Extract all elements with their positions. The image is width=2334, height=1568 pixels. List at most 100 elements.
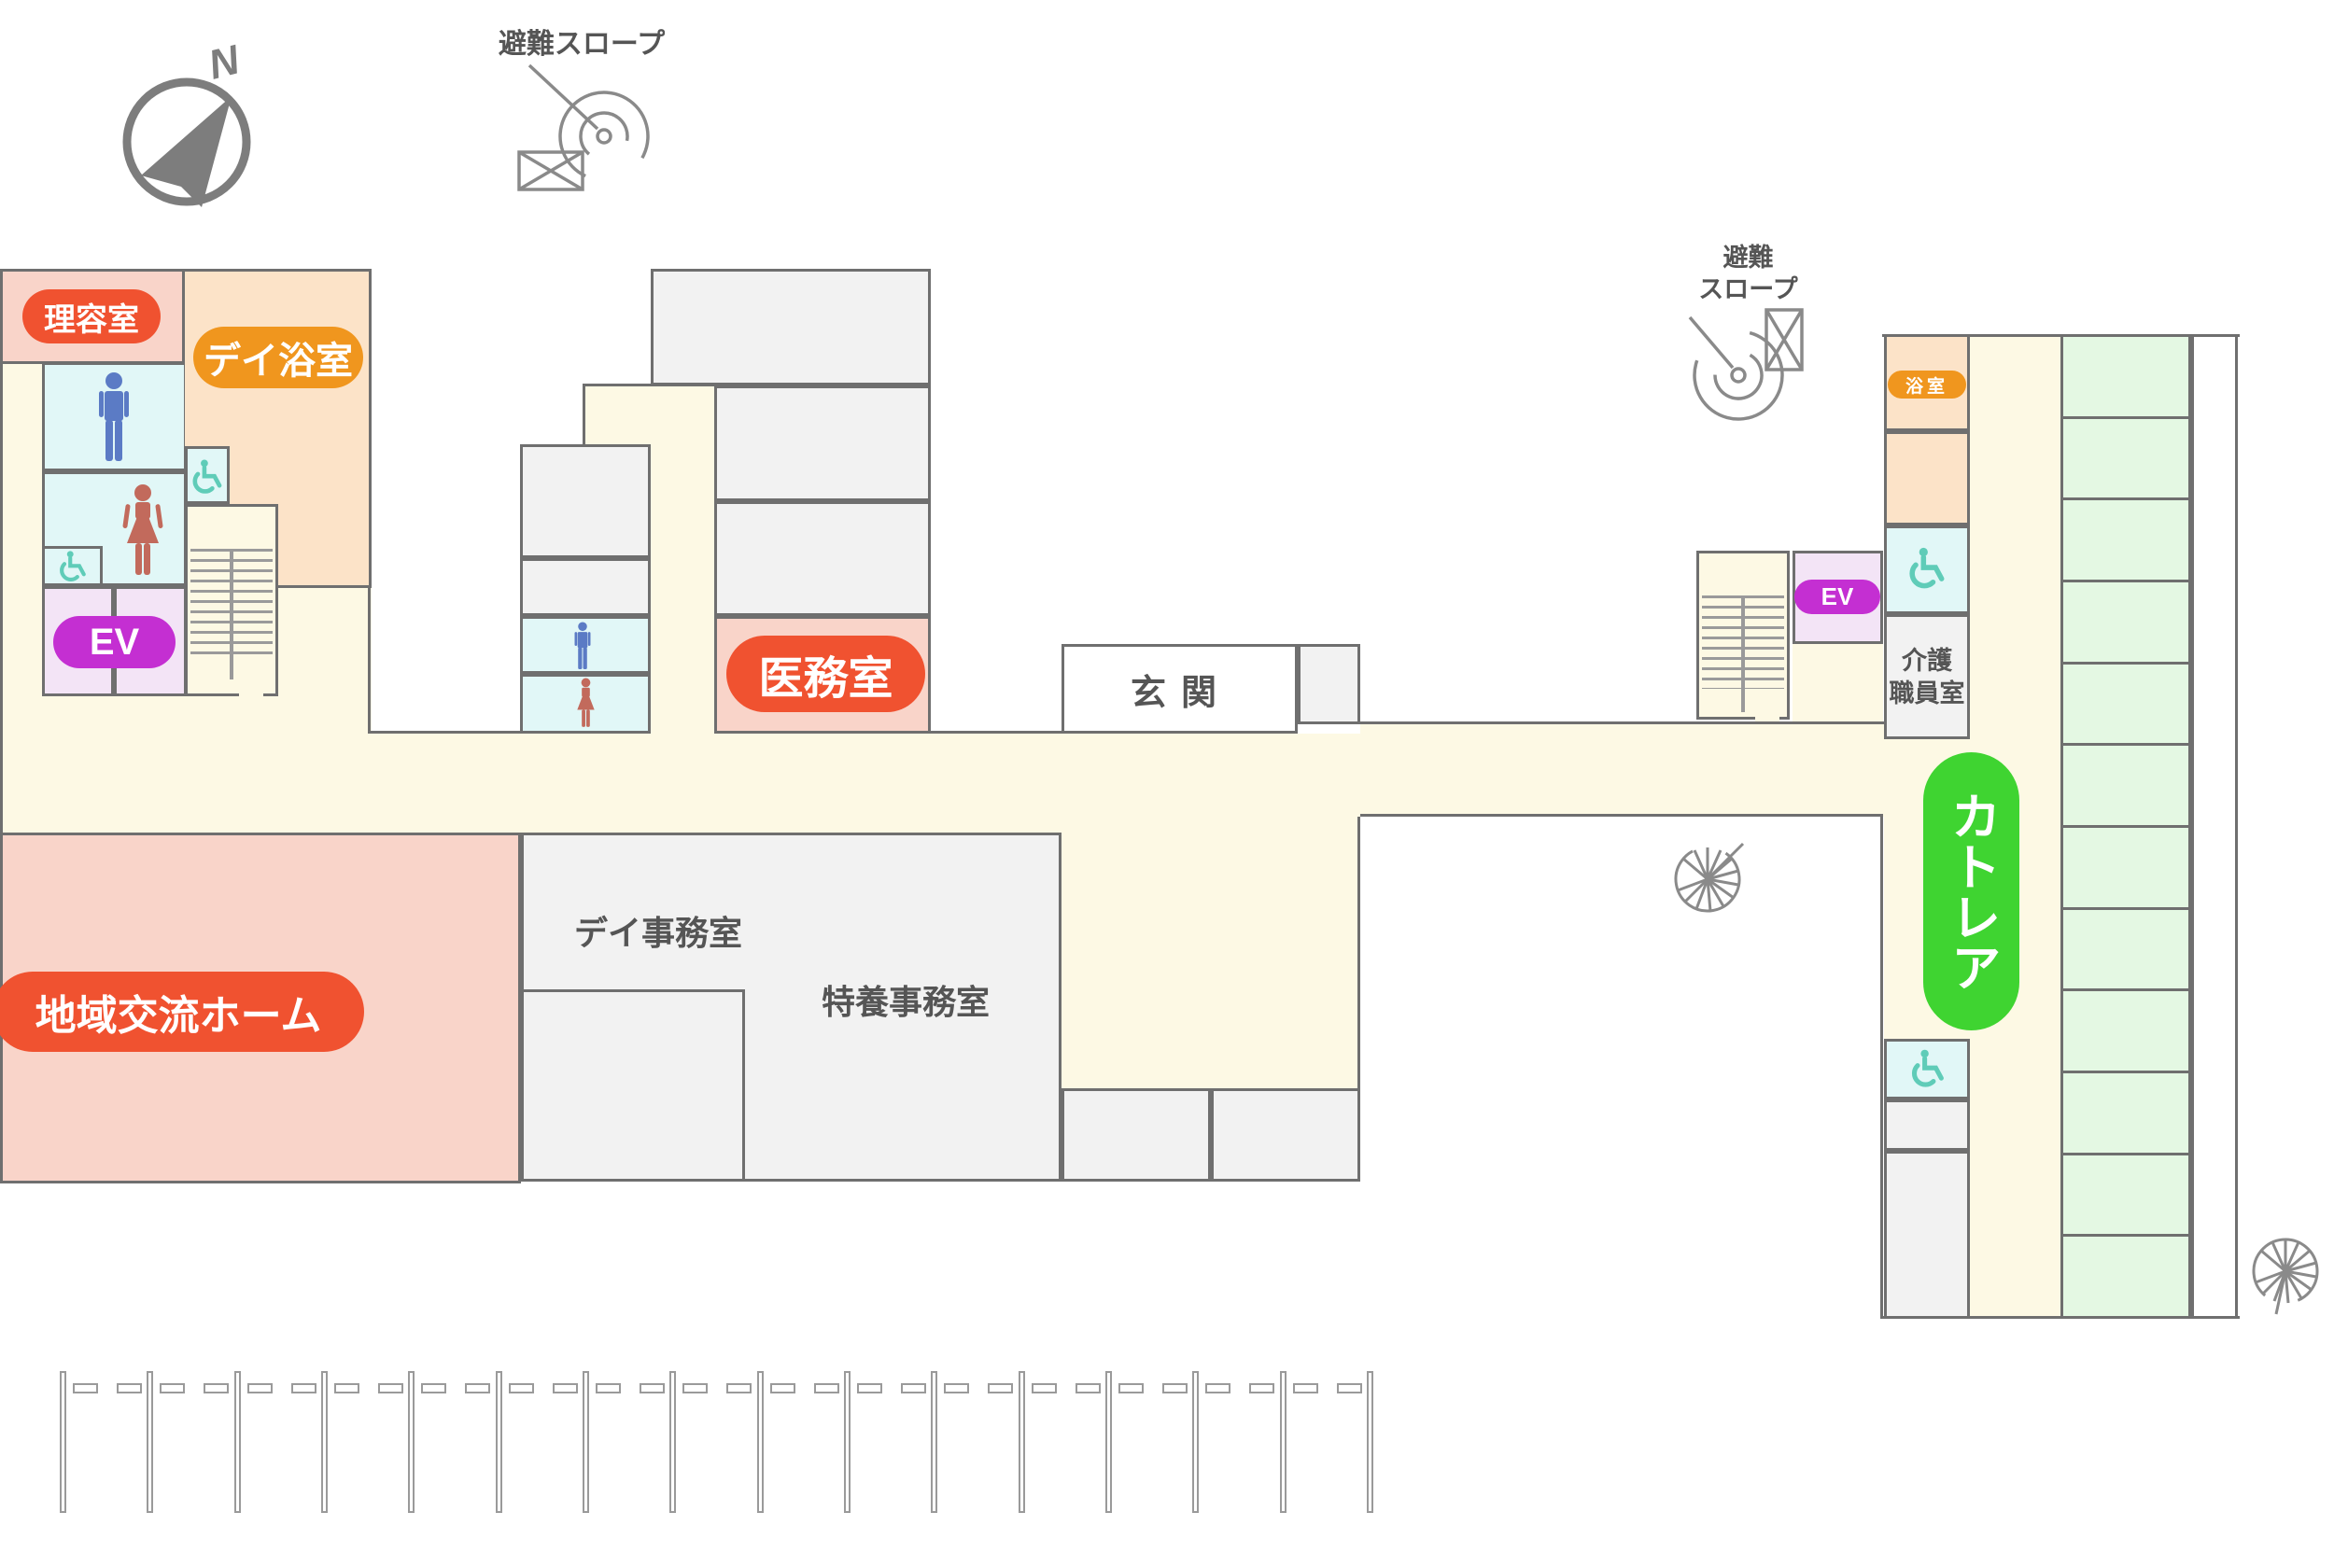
parking-divider	[1280, 1371, 1287, 1513]
corridor-main-band	[2, 734, 1360, 833]
room-day-bath-ext1	[230, 446, 372, 504]
wall-segment	[928, 731, 1064, 734]
wall-segment	[1882, 1316, 2240, 1319]
corridor-under-daybath	[277, 588, 372, 734]
parking-dash	[640, 1383, 665, 1393]
parking-dash	[1293, 1383, 1318, 1393]
spiral-stairs-icon	[2252, 1238, 2319, 1315]
resident-room-cell	[2063, 661, 2188, 744]
stairs-icon	[233, 549, 273, 655]
parking-divider	[147, 1371, 153, 1513]
stairs-rail	[1741, 595, 1745, 712]
parking-dash	[770, 1383, 795, 1393]
resident-room-cell	[2063, 1234, 2188, 1317]
evac-slope-right-line2: スロープ	[1698, 275, 1798, 303]
care-staff-line1: 介護	[1902, 646, 1952, 675]
corridor-notch-b	[651, 446, 714, 734]
resident-room-cell	[2063, 743, 2188, 826]
parking-dash	[378, 1383, 403, 1393]
room-gray-small-2	[520, 558, 651, 616]
parking-divider	[60, 1371, 66, 1513]
stairs-icon	[1745, 595, 1784, 689]
corridor-under-ev-right	[1793, 644, 1883, 724]
spiral-stairs-icon	[1674, 842, 1745, 913]
parking-dash	[465, 1383, 490, 1393]
evacuation-slope-icon	[517, 63, 650, 191]
resident-room-cell	[2063, 825, 2188, 907]
day-office-label: デイ事務室	[573, 914, 742, 952]
room-office-sub	[521, 989, 745, 1182]
parking-area	[60, 1371, 1385, 1525]
wheelchair-icon	[60, 551, 86, 582]
parking-dash	[291, 1383, 316, 1393]
wall-segment	[583, 384, 585, 446]
stairs-icon	[1702, 595, 1741, 689]
room-entrance	[1062, 644, 1298, 734]
veranda-strip	[2191, 334, 2238, 1319]
corridor-left-pocket	[42, 696, 277, 734]
room-gray-right-1	[1884, 1099, 1970, 1151]
parking-dash	[857, 1383, 882, 1393]
evac-slope-right-line1: 避難	[1722, 244, 1774, 273]
parking-dash	[596, 1383, 621, 1393]
parking-dash	[117, 1383, 142, 1393]
resident-room-cell	[2063, 1152, 2188, 1235]
parking-divider	[844, 1371, 851, 1513]
wheelchair-icon	[1909, 547, 1945, 589]
room-day-bath-ext2	[277, 504, 372, 588]
parking-dash	[1205, 1383, 1230, 1393]
resident-room-cell	[2063, 988, 2188, 1071]
room-gray-mid-2	[714, 501, 931, 616]
parking-dash	[1118, 1383, 1144, 1393]
parking-dash	[1249, 1383, 1274, 1393]
room-gray-cell-b	[1211, 1088, 1360, 1182]
resident-room-cell	[2063, 497, 2188, 581]
resident-room-cell	[2063, 906, 2188, 989]
wall-segment	[1360, 814, 1883, 817]
parking-divider	[408, 1371, 415, 1513]
female-icon	[577, 678, 595, 727]
barber-label-pill: 理容室	[22, 289, 161, 343]
parking-divider	[757, 1371, 764, 1513]
parking-dash	[509, 1383, 534, 1393]
parking-dash	[553, 1383, 578, 1393]
parking-divider	[1192, 1371, 1199, 1513]
parking-dash	[204, 1383, 229, 1393]
corridor-right-band	[1360, 724, 1970, 817]
evac-slope-top-label: 避難スロープ	[498, 29, 666, 60]
room-toilet-female	[42, 471, 187, 586]
parking-dash	[726, 1383, 752, 1393]
corridor-office-pocket	[1062, 833, 1360, 1088]
bath-label-pill: 浴室	[1888, 371, 1966, 399]
resident-room-cell	[2063, 415, 2188, 498]
evac-slope-right-label: 避難 スロープ	[1680, 241, 1816, 308]
parking-dash	[814, 1383, 839, 1393]
parking-dash	[1337, 1383, 1362, 1393]
room-gray-cell-a	[1062, 1088, 1211, 1182]
parking-dash	[1162, 1383, 1188, 1393]
wheelchair-icon	[192, 459, 222, 494]
parking-divider	[1105, 1371, 1112, 1513]
room-gray-entrance-side	[1298, 644, 1360, 724]
wall-segment	[368, 731, 523, 734]
parking-dash	[421, 1383, 446, 1393]
stairs-rail	[230, 549, 233, 679]
parking-dash	[682, 1383, 708, 1393]
resident-rooms	[2060, 334, 2191, 1319]
parking-divider	[583, 1371, 589, 1513]
parking-dash	[334, 1383, 359, 1393]
female-icon	[122, 484, 163, 575]
parking-divider	[1019, 1371, 1025, 1513]
room-bath-2	[1884, 431, 1970, 525]
stairs-left	[185, 504, 278, 696]
stairs-right	[1696, 551, 1790, 720]
care-staff-label: 介護 職員室	[1884, 638, 1970, 717]
parking-dash	[1076, 1383, 1101, 1393]
wall-segment	[368, 588, 371, 734]
room-gray-small-1	[520, 444, 651, 558]
resident-room-cell	[2063, 337, 2188, 416]
day-bath-label-pill: デイ浴室	[193, 327, 363, 388]
wall-segment	[583, 384, 714, 386]
parking-divider	[496, 1371, 502, 1513]
